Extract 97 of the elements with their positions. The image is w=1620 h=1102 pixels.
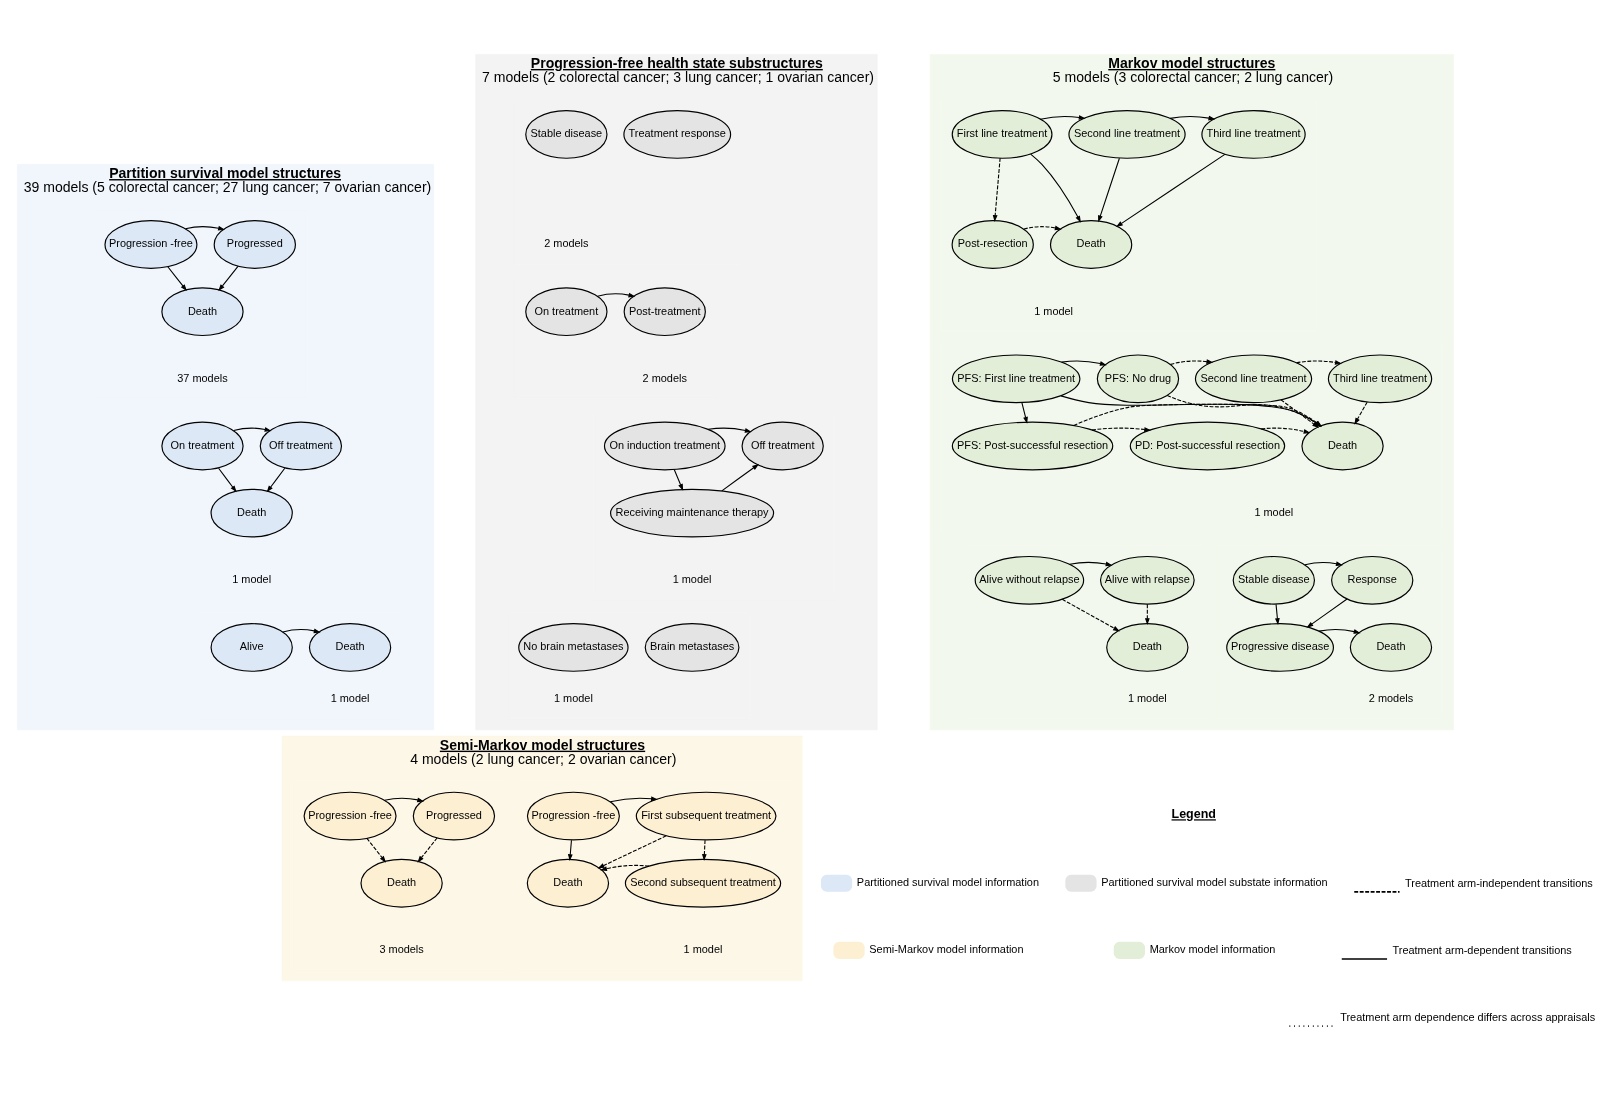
node-ellipse: Progression -free (303, 791, 397, 841)
node-ellipse: Second line treatment (1194, 354, 1313, 404)
arrow (1021, 402, 1028, 424)
arrow (1069, 561, 1113, 567)
node-ellipse: Alive with relapse (1099, 555, 1195, 605)
node-ellipse: Receiving maintenance therapy (610, 488, 775, 538)
label: 1 model (553, 692, 593, 705)
legend-label: Treatment arm dependence differs across appraisals (1340, 1010, 1596, 1023)
label: 1 model (672, 573, 712, 586)
arrow (184, 225, 225, 231)
arrow (1039, 115, 1086, 120)
arrow (384, 797, 425, 803)
arrow (1030, 153, 1081, 223)
node-ellipse: Brain metastases (644, 623, 740, 672)
node-ellipse: Third line treatment (1201, 110, 1306, 159)
node-ellipse: Third line treatment (1327, 354, 1433, 404)
label: 2 models (1368, 692, 1414, 705)
legend-label: Markov model information (1149, 943, 1276, 956)
node-ellipse: On treatment (161, 421, 244, 471)
node-ellipse: Post-resection (951, 220, 1034, 269)
arrow (609, 796, 658, 803)
node-ellipse: No brain metastases (518, 623, 629, 672)
node-ellipse: Progressed (213, 220, 296, 269)
arrow (167, 266, 187, 292)
node-ellipse: Death (210, 488, 293, 538)
node-ellipse: Stable disease (1232, 555, 1316, 605)
arrow (1115, 153, 1226, 228)
legend-label: Treatment arm-independent transitions (1405, 876, 1593, 889)
arrow (707, 427, 752, 433)
arrow (366, 837, 387, 863)
node-ellipse: PD: Post-successful resection (1129, 421, 1286, 471)
node-ellipse: Off treatment (259, 421, 343, 471)
node-ellipse: Progression -free (526, 791, 620, 841)
node-ellipse: First line treatment (951, 110, 1053, 159)
arrow (1061, 598, 1120, 632)
arrow (721, 463, 759, 492)
arrow (673, 469, 684, 491)
arrow (1260, 427, 1311, 434)
node-ellipse: Alive (210, 623, 293, 672)
arrow (218, 265, 239, 292)
node-ellipse: Post-treatment (623, 287, 706, 337)
node-ellipse: Death (308, 623, 392, 672)
node-ellipse: On induction treatment (603, 421, 726, 471)
node-ellipse: Progressed (412, 791, 496, 841)
node-ellipse: Second subsequent treatment (624, 858, 782, 908)
label: 2 models (642, 371, 687, 384)
node-ellipse: Stable disease (525, 110, 608, 159)
arrow (567, 839, 573, 862)
label: 1 model (1034, 304, 1074, 317)
node-ellipse: PFS: Post-successful resection (951, 421, 1114, 471)
label: 1 model (1127, 692, 1167, 705)
arrow (701, 839, 707, 861)
arrow (1306, 598, 1348, 628)
node-ellipse: First subsequent treatment (635, 791, 777, 841)
node-ellipse: Alive without relapse (974, 555, 1085, 605)
arrow (1061, 360, 1107, 366)
node-ellipse: Treatment response (623, 110, 732, 159)
node-ellipse: Death (1349, 623, 1433, 672)
legend-label: Semi-Markov model information (869, 943, 1024, 956)
arrow (233, 427, 272, 432)
arrow (597, 835, 667, 869)
arrow (1295, 360, 1342, 365)
label: 1 model (1254, 506, 1294, 519)
arrow (1318, 629, 1361, 634)
label: 1 model (330, 692, 370, 705)
node-ellipse: Second line treatment (1068, 110, 1186, 159)
label: 1 model (683, 943, 723, 956)
arrow (417, 837, 438, 863)
node-ellipse: Death (161, 287, 244, 337)
node-ellipse: PFS: First line treatment (951, 354, 1081, 404)
arrow (1023, 225, 1062, 231)
label: 37 models (177, 371, 228, 384)
node-ellipse: Response (1331, 555, 1414, 605)
arrow (218, 467, 237, 493)
arrow (1169, 359, 1214, 365)
arrow (1098, 157, 1120, 223)
node-ellipse: Death (360, 858, 443, 908)
arrow (600, 864, 650, 871)
arrow (992, 157, 1001, 222)
legend-label: Partitioned survival model substate information (1101, 876, 1328, 889)
arrow (266, 467, 286, 493)
node-ellipse: On treatment (525, 287, 608, 337)
arrow (1144, 603, 1150, 626)
legend-label: Partitioned survival model information (856, 876, 1039, 889)
arrow (1354, 401, 1368, 425)
node-ellipse: Progression -free (104, 220, 198, 269)
legend-label: Treatment arm-dependent transitions (1392, 943, 1572, 956)
arrow (1274, 603, 1280, 626)
arrow (1091, 427, 1152, 432)
arrow (1304, 561, 1343, 567)
label: 2 models (544, 237, 589, 250)
arrow (282, 628, 321, 634)
label: 3 models (379, 943, 424, 956)
arrow (596, 292, 636, 298)
label: 1 model (232, 573, 272, 586)
arrow (1169, 115, 1216, 121)
label: Legend (1171, 807, 1216, 822)
